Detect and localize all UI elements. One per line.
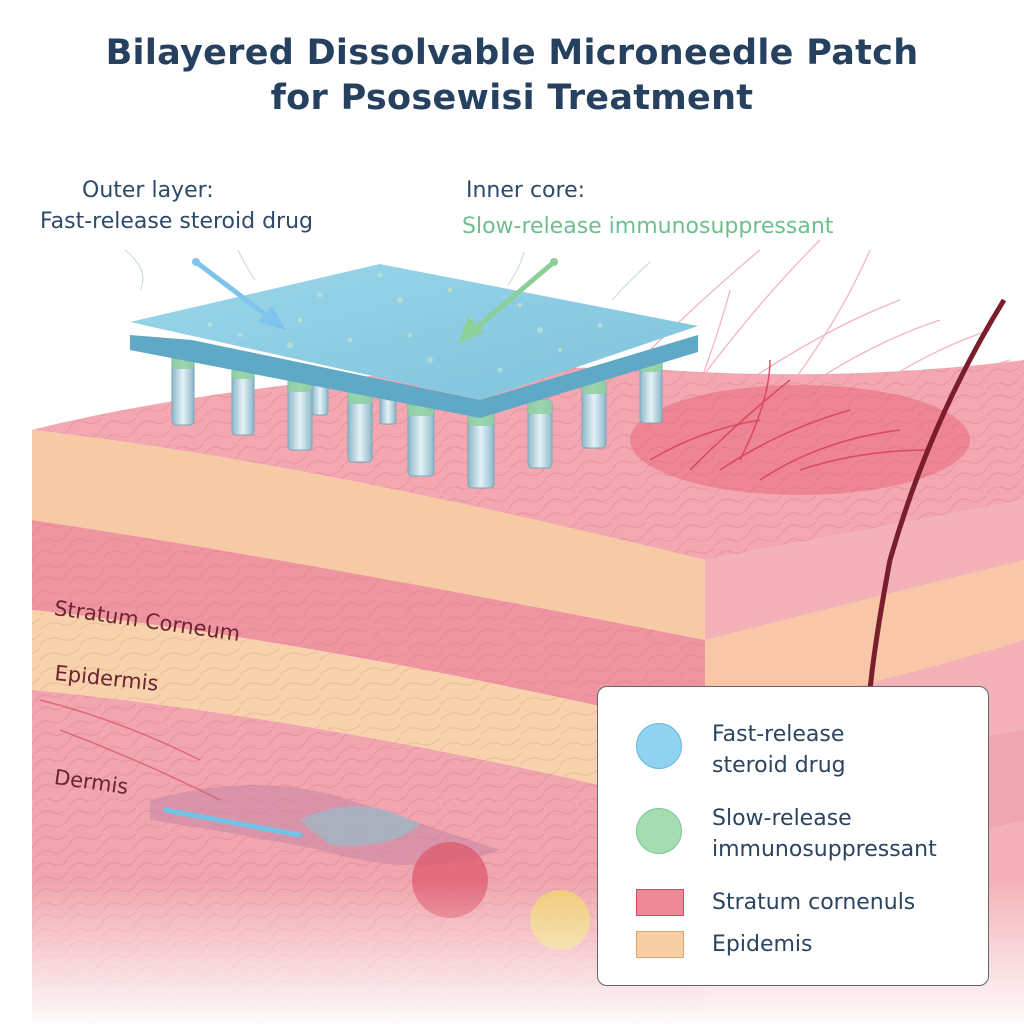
legend-box: Fast-release steroid drug Slow-release i… [597,686,989,986]
title-line-2: for Psosewisi Treatment [270,78,754,118]
outer-layer-heading: Outer layer: [82,178,214,203]
legend-swatch-stratum [636,889,684,916]
fast-release-arrow [192,258,286,330]
microneedle-patch [130,264,698,418]
skin-front-stratum [32,430,705,640]
lesion-cluster [300,806,420,846]
legend-swatch-fast-release [636,723,682,769]
slow-release-arrow [458,258,558,344]
dark-hair [867,298,1007,691]
legend-label-slow-release: Slow-release immunosuppressant [712,806,937,862]
title-line-1: Bilayered Dissolvable Microneedle Patch [105,33,919,73]
legend-swatch-slow-release [636,808,682,854]
inner-core-text: Slow-release immunosuppressant [462,214,834,239]
inner-core-heading: Inner core: [466,178,586,203]
outer-layer-text: Fast-release steroid drug [40,209,313,234]
legend-swatch-epidermis [636,931,684,958]
legend-label-fast-release: Fast-release steroid drug [712,722,846,778]
legend-label-epidermis: Epidemis [712,932,813,957]
legend-label-stratum: Stratum cornenuls [712,890,916,915]
